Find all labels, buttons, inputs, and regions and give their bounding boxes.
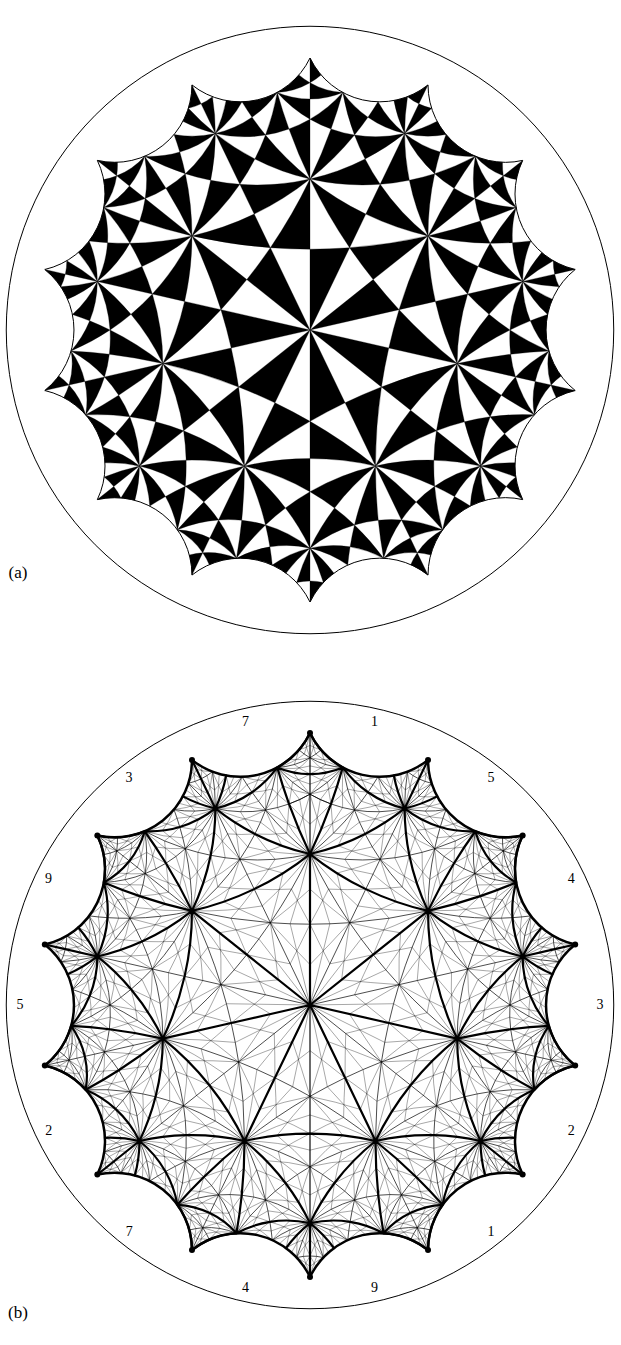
edge-number: 1 [371, 715, 378, 729]
vertex-dot [572, 1063, 578, 1069]
triangle-edges [45, 733, 575, 1277]
vertex-dot [572, 941, 578, 947]
vertex-dot [307, 730, 313, 736]
polygon-outline [45, 733, 575, 1277]
edge-number: 9 [371, 1281, 378, 1295]
polygon-outline [45, 58, 575, 602]
panel-label: (b) [8, 1304, 28, 1321]
vertex-dot [94, 832, 100, 838]
vertex-dot [425, 1247, 431, 1253]
vertex-dot [189, 757, 195, 763]
fundamental-polygon [45, 58, 575, 602]
edge-number: 4 [242, 1281, 249, 1295]
disk-boundary [6, 701, 613, 1308]
vertex-dot [307, 1274, 313, 1280]
edge-number: 5 [16, 998, 23, 1012]
edge-number: 9 [45, 872, 52, 886]
edge-number: 5 [487, 771, 494, 785]
edge-number: 2 [45, 1124, 52, 1138]
heavy-edges [45, 733, 575, 1277]
vertex-dot [42, 941, 48, 947]
edge-number: 7 [126, 1225, 133, 1239]
edge-number: 7 [242, 715, 249, 729]
subdivision-lines [45, 733, 575, 1277]
edge-number: 2 [568, 1124, 575, 1138]
edge-number: 4 [568, 872, 575, 886]
vertex-dot [520, 1172, 526, 1178]
vertex-dot [42, 1063, 48, 1069]
panel-label: (a) [9, 564, 28, 581]
vertex-dot [425, 757, 431, 763]
black-triangles [45, 58, 575, 602]
vertex-dot [94, 1172, 100, 1178]
disk-boundary [6, 26, 613, 633]
edge-number: 1 [487, 1225, 494, 1239]
edge-number: 3 [597, 998, 604, 1012]
vertex-dot [189, 1247, 195, 1253]
vertex-dot [520, 832, 526, 838]
edge-number: 3 [126, 771, 133, 785]
